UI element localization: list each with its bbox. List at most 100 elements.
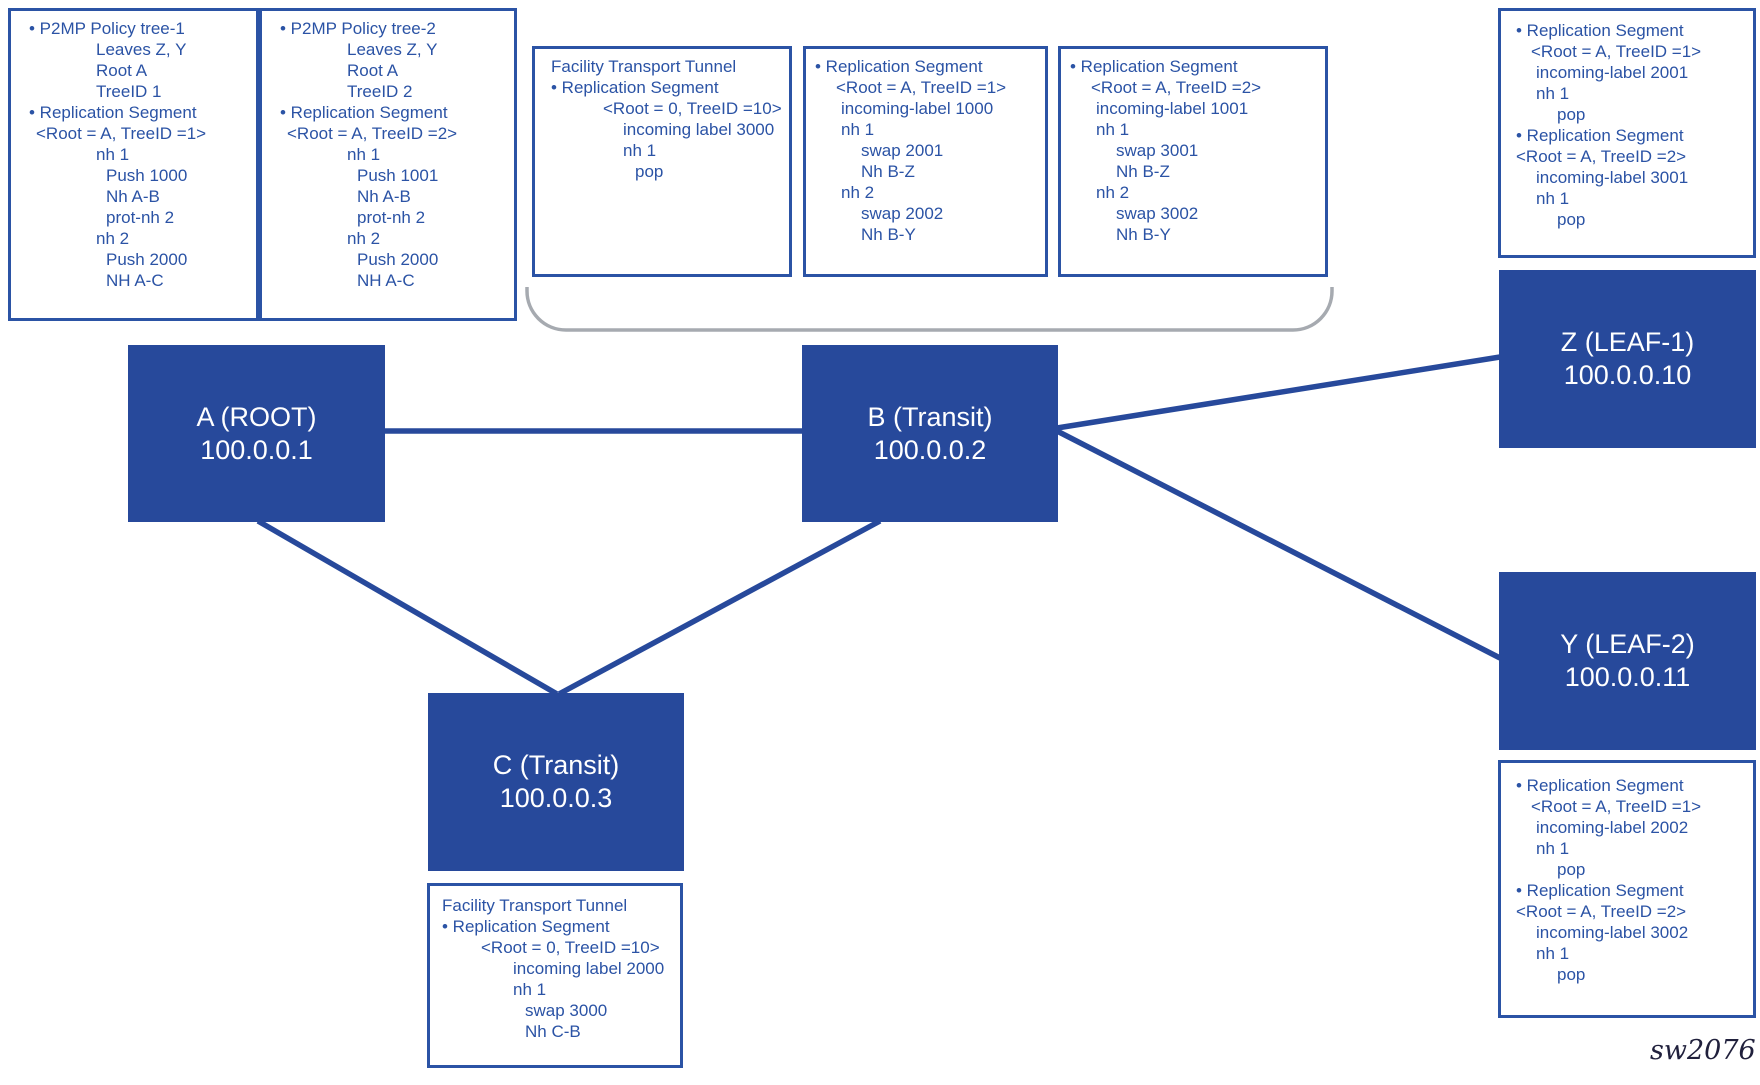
node-b-label: B (Transit) — [867, 401, 993, 432]
text-line: swap 2001 — [861, 141, 944, 160]
text-line: • Replication Segment — [551, 78, 719, 97]
text-line: • Replication Segment — [1516, 776, 1684, 795]
text-line: Nh A-B — [357, 187, 411, 206]
text-line: pop — [1557, 860, 1586, 879]
text-line: Facility Transport Tunnel — [551, 57, 737, 76]
text-line: <Root = A, TreeID =2> — [1516, 147, 1687, 166]
text-line: Nh B-Z — [861, 162, 915, 181]
text-line: <Root = A, TreeID =1> — [1531, 797, 1702, 816]
brace-under-b-annotations — [525, 287, 1334, 332]
node-y-address: 100.0.0.11 — [1564, 662, 1691, 692]
transit-b-replication-segment-tree2-annotation: • Replication Segment <Root = A, TreeID =… — [1058, 46, 1328, 277]
text-line: Root A — [347, 61, 399, 80]
transit-b-facility-tunnel-annotation: Facility Transport Tunnel • Replication S… — [532, 46, 792, 277]
text-line: <Root = 0, TreeID =10> — [603, 99, 782, 118]
text-line: • P2MP Policy tree-2 — [280, 19, 436, 38]
text-line: nh 1 — [623, 141, 657, 160]
figure-id-watermark: sw2076 — [1650, 1035, 1756, 1066]
text-line: <Root = A, TreeID =2> — [1091, 78, 1262, 97]
text-line: NH A-C — [106, 271, 164, 290]
text-line: • Replication Segment — [1516, 881, 1684, 900]
text-line: • Replication Segment — [29, 103, 197, 122]
node-b-transit: B (Transit) 100.0.0.2 — [802, 345, 1058, 522]
transit-c-facility-tunnel-annotation: Facility Transport Tunnel• Replication S… — [427, 883, 683, 1068]
text-line: <Root = A, TreeID =1> — [836, 78, 1007, 97]
text-line: nh 1 — [1096, 120, 1130, 139]
text-line: swap 3001 — [1116, 141, 1199, 160]
text-line: Push 2000 — [106, 250, 188, 269]
text-line: <Root = A, TreeID =1> — [36, 124, 207, 143]
text-line: nh 2 — [1096, 183, 1130, 202]
text-line: swap 3002 — [1116, 204, 1199, 223]
text-line: • Replication Segment — [1516, 126, 1684, 145]
text-line: nh 2 — [96, 229, 130, 248]
text-line: Push 1001 — [357, 166, 439, 185]
text-line: TreeID 2 — [347, 82, 413, 101]
text-line: Nh A-B — [106, 187, 160, 206]
text-line: swap 2002 — [861, 204, 944, 223]
text-line: nh 1 — [513, 980, 547, 999]
text-line: prot-nh 2 — [106, 208, 175, 227]
text-line: nh 2 — [347, 229, 381, 248]
text-line: incoming label 3000 — [623, 120, 775, 139]
text-line: Nh B-Y — [861, 225, 916, 244]
text-line: <Root = A, TreeID =2> — [287, 124, 458, 143]
text-line: incoming-label 3002 — [1536, 923, 1689, 942]
text-line: incoming-label 2002 — [1536, 818, 1689, 837]
text-line: Root A — [96, 61, 148, 80]
node-a-root: A (ROOT) 100.0.0.1 — [128, 345, 385, 522]
node-z-label: Z (LEAF-1) — [1560, 327, 1695, 357]
text-line: pop — [635, 162, 664, 181]
transit-b-replication-segment-tree1-annotation: • Replication Segment <Root = A, TreeID =… — [803, 46, 1048, 277]
link-a-c — [256, 518, 559, 697]
text-line: nh 1 — [1536, 839, 1570, 858]
node-c-address: 100.0.0.3 — [499, 783, 613, 813]
text-line: Nh B-Z — [1116, 162, 1170, 181]
text-line: nh 1 — [1536, 189, 1570, 208]
text-line: Nh B-Y — [1116, 225, 1171, 244]
text-line: Push 1000 — [106, 166, 188, 185]
node-y-label: Y (LEAF-2) — [1560, 629, 1695, 659]
text-line: incoming-label 1000 — [841, 99, 994, 118]
text-line: incoming-label 1001 — [1096, 99, 1249, 118]
link-b-z — [1056, 354, 1501, 431]
text-line: <Root = A, TreeID =2> — [1516, 902, 1687, 921]
text-line: Leaves Z, Y — [347, 40, 438, 59]
node-c-transit: C (Transit) 100.0.0.3 — [428, 693, 684, 871]
text-line: • Replication Segment — [1070, 57, 1238, 76]
text-line: pop — [1557, 965, 1586, 984]
text-line: Facility Transport Tunnel — [442, 896, 628, 915]
text-line: incoming label 2000 — [513, 959, 665, 978]
text-line: nh 1 — [1536, 84, 1570, 103]
text-line: nh 1 — [841, 120, 875, 139]
text-line: • Replication Segment — [1516, 21, 1684, 40]
text-line: • Replication Segment — [815, 57, 983, 76]
link-b-c — [557, 518, 882, 697]
text-line: prot-nh 2 — [357, 208, 426, 227]
text-line: nh 1 — [1536, 944, 1570, 963]
text-line: • P2MP Policy tree-1 — [29, 19, 185, 38]
leaf-y-replication-segments-annotation: • Replication Segment <Root = A, TreeID =… — [1498, 760, 1756, 1018]
text-line: NH A-C — [357, 271, 415, 290]
node-b-address: 100.0.0.2 — [873, 434, 987, 465]
text-line: incoming-label 2001 — [1536, 63, 1689, 82]
text-line: Leaves Z, Y — [96, 40, 187, 59]
node-a-label: A (ROOT) — [196, 401, 317, 432]
node-y-leaf2: Y (LEAF-2) 100.0.0.11 — [1499, 572, 1756, 750]
text-line: • Replication Segment — [280, 103, 448, 122]
text-line: <Root = 0, TreeID =10> — [481, 938, 660, 957]
text-line: nh 1 — [347, 145, 381, 164]
text-line: nh 2 — [841, 183, 875, 202]
node-c-label: C (Transit) — [492, 750, 620, 780]
text-line: Push 2000 — [357, 250, 439, 269]
text-line: swap 3000 — [525, 1001, 608, 1020]
node-a-address: 100.0.0.1 — [200, 434, 313, 465]
node-z-leaf1: Z (LEAF-1) 100.0.0.10 — [1499, 270, 1756, 448]
text-line: pop — [1557, 210, 1586, 229]
text-line: pop — [1557, 105, 1586, 124]
text-line: TreeID 1 — [96, 82, 162, 101]
text-line: <Root = A, TreeID =1> — [1531, 42, 1702, 61]
